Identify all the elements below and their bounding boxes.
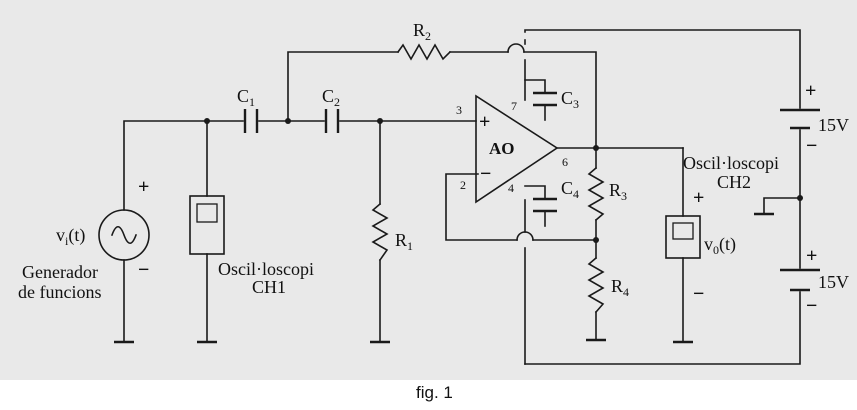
scope2-label-line2: CH2 <box>717 172 751 192</box>
label-c2: C2 <box>322 86 340 109</box>
vout-label: v0(t) <box>704 234 736 257</box>
capacitor-c3 <box>533 91 557 107</box>
resistor-r4 <box>587 256 605 314</box>
vout-minus-sign: − <box>693 283 704 305</box>
battery-top-icon <box>780 108 820 130</box>
vout-plus-sign: + <box>693 187 704 209</box>
battery-bottom-icon <box>780 268 820 292</box>
paper-background <box>0 0 857 380</box>
opamp-plus-input: + <box>479 111 490 133</box>
pin-7: 7 <box>511 99 517 113</box>
vin-minus-sign: − <box>138 259 149 281</box>
ground-icons <box>114 212 774 344</box>
resistor-r2 <box>396 43 452 61</box>
opamp-triangle <box>475 94 559 204</box>
oscilloscope-ch1-icon <box>189 195 225 255</box>
scope1-label-line1: Oscil·loscopi <box>218 259 314 279</box>
resistor-r3 <box>587 166 605 222</box>
capacitor-c4 <box>533 197 557 213</box>
opamp-label: AO <box>489 139 515 158</box>
label-r2: R2 <box>413 20 431 43</box>
oscilloscope-ch2-icon <box>665 215 701 259</box>
label-c4: C4 <box>561 178 579 201</box>
label-c3: C3 <box>561 88 579 111</box>
opamp-minus-input: − <box>480 163 491 185</box>
ac-source-icon <box>98 209 150 261</box>
generator-label-line2: de funcions <box>18 282 101 302</box>
supply-top-voltage: 15V <box>818 115 849 135</box>
capacitor-c2 <box>324 109 340 133</box>
supply-bottom-plus: + <box>806 245 817 267</box>
figure-caption: fig. 1 <box>416 383 453 402</box>
supply-bottom-voltage: 15V <box>818 272 849 292</box>
wires <box>123 29 801 365</box>
label-r3: R3 <box>609 180 627 203</box>
pin-2: 2 <box>460 178 466 192</box>
pin-4: 4 <box>508 181 514 195</box>
vin-label: vi(t) <box>56 225 85 248</box>
capacitor-c1 <box>243 109 259 133</box>
scope2-label-line1: Oscil·loscopi <box>683 153 779 173</box>
resistor-r1 <box>371 202 389 262</box>
pin-6: 6 <box>562 155 568 169</box>
pin-3: 3 <box>456 103 462 117</box>
supply-top-minus: − <box>806 135 817 157</box>
label-r1: R1 <box>395 230 413 253</box>
generator-label-line1: Generador <box>22 262 98 282</box>
vin-plus-sign: + <box>138 176 149 198</box>
label-r4: R4 <box>611 276 629 299</box>
junctions <box>204 118 803 243</box>
label-c1: C1 <box>237 86 255 109</box>
scope1-label-line2: CH1 <box>252 277 286 297</box>
supply-bottom-minus: − <box>806 295 817 317</box>
supply-top-plus: + <box>805 80 816 102</box>
